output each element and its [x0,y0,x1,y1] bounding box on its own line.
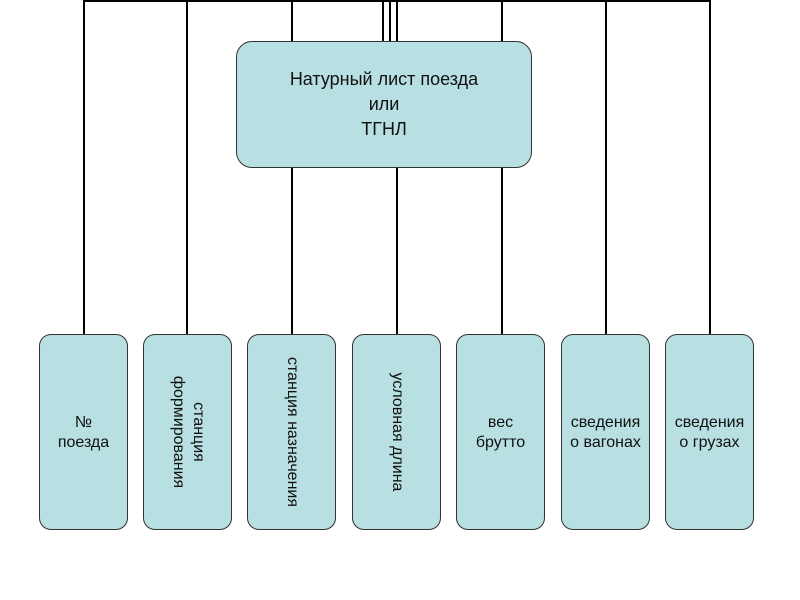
leaf-line: сведения [674,414,745,431]
leaf-box-gross-weight: вес брутто [456,334,545,530]
leaf-text: вес брутто [457,413,544,453]
leaf-line: поезда [57,434,110,451]
root-line-1: Натурный лист поезда [289,69,479,89]
leaf-line: № [74,414,93,431]
root-line-2: или [368,94,400,114]
leaf-line: формирования [169,375,187,489]
leaf-box-cargo-info: сведения о грузах [665,334,754,530]
leaf-text: № поезда [40,413,127,453]
leaf-text: станция формирования [168,337,208,527]
leaf-line: сведения [570,414,641,431]
root-box: Натурный лист поезда или ТГНЛ [236,41,532,168]
leaf-text: условная длина [387,337,407,527]
leaf-box-wagon-info: сведения о вагонах [561,334,650,530]
leaf-line: вес [487,414,514,431]
leaf-box-destination-station: станция назначения [247,334,336,530]
leaf-text: сведения о вагонах [562,413,649,453]
leaf-box-conditional-length: условная длина [352,334,441,530]
leaf-box-origin-station: станция формирования [143,334,232,530]
leaf-text: сведения о грузах [666,413,753,453]
leaf-line: о вагонах [570,434,641,451]
leaf-line: условная длина [388,372,406,492]
leaf-text: станция назначения [282,337,302,527]
leaf-line: станция [189,402,207,462]
leaf-line: станция назначения [283,356,301,508]
leaf-line: брутто [475,434,526,451]
leaf-line: о грузах [679,434,740,451]
root-line-3: ТГНЛ [361,119,407,139]
leaf-box-train-number: № поезда [39,334,128,530]
